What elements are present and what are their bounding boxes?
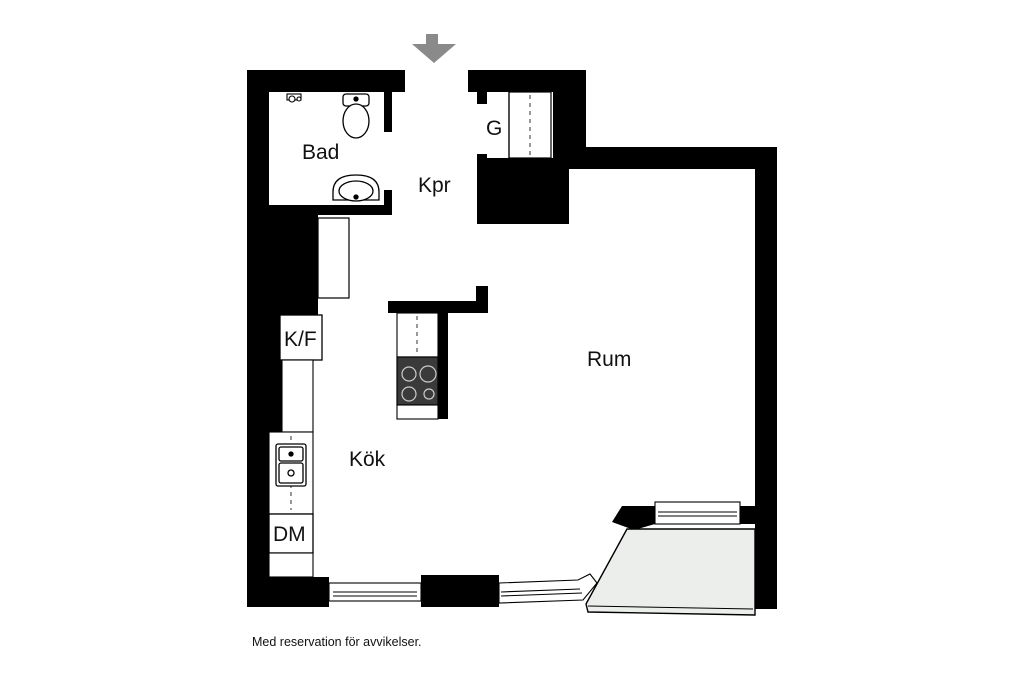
room-label-kok: Kök <box>349 448 386 471</box>
kitchen-sink-icon <box>275 443 307 487</box>
island-cabinet <box>396 312 439 358</box>
window-rum-right <box>654 501 741 525</box>
balcony <box>585 528 756 616</box>
room-label-kf: K/F <box>284 328 317 351</box>
dishwasher-box <box>268 513 314 554</box>
toilet-icon <box>342 93 370 139</box>
room-label-g: G <box>486 117 502 140</box>
disclaimer-text: Med reservation för avvikelser. <box>252 635 422 649</box>
window-kitchen <box>328 582 422 602</box>
kitchen-counter <box>281 359 314 433</box>
hall-wardrobe <box>317 217 350 299</box>
room-label-kpr: Kpr <box>418 174 451 197</box>
stove-icon <box>396 356 439 406</box>
room-label-rum: Rum <box>587 348 631 371</box>
room-label-dm: DM <box>273 523 306 546</box>
entrance-arrow-icon <box>412 34 456 63</box>
washbasin-icon <box>332 174 380 202</box>
dishwasher-lower <box>268 552 314 578</box>
window-rum-bottom <box>498 573 598 604</box>
room-label-bad: Bad <box>302 141 339 164</box>
shower-icon <box>286 93 302 103</box>
closet-g <box>508 91 552 159</box>
